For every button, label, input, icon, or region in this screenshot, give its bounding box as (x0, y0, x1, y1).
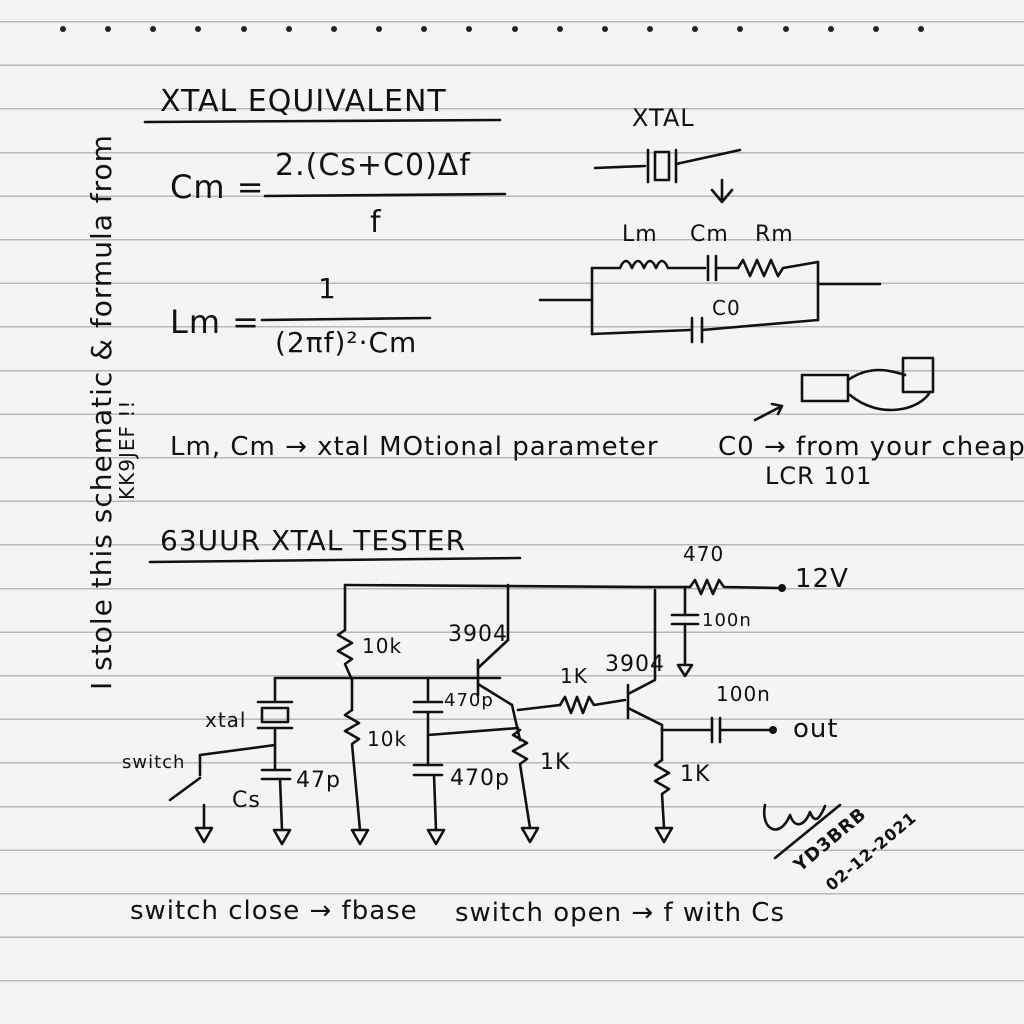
formula-lm-lhs: Lm = (170, 303, 260, 341)
label-100n-b: 100n (716, 682, 771, 706)
xtal-label: XTAL (632, 104, 695, 132)
note-switch-close: switch close → fbase (130, 896, 418, 926)
note-motional: Lm, Cm → xtal MOtional parameter (170, 432, 659, 462)
formula-cm-numerator: 2.(Cs+C0)Δf (275, 148, 471, 183)
label-12v: 12V (795, 564, 849, 594)
side-note: I stole this schematic & formula from (85, 134, 118, 690)
c0-label: C0 (712, 296, 741, 320)
signature-scribble (762, 803, 842, 860)
lm-label: Lm (622, 222, 658, 247)
rm-label: Rm (755, 222, 794, 247)
label-470p-a: 470p (444, 690, 494, 711)
label-1k-a: 1K (560, 664, 588, 688)
label-cs: Cs (232, 788, 261, 813)
label-10k-a: 10k (362, 634, 403, 658)
label-1k-c: 1K (680, 762, 711, 787)
label-47p: 47p (296, 768, 341, 793)
formula-lm-numerator: 1 (318, 272, 337, 305)
note-c0-line1: C0 → from your cheap (718, 432, 1024, 462)
label-100n-a: 100n (702, 610, 752, 631)
label-out: out (793, 714, 839, 744)
lcr-meter-doodle (753, 356, 935, 422)
label-xtal: xtal (205, 708, 247, 732)
label-10k-b: 10k (367, 727, 408, 751)
tester-circuit (168, 578, 786, 846)
note-switch-open: switch open → f with Cs (455, 898, 786, 928)
label-q1: 3904 (448, 622, 508, 647)
note-c0-line2: LCR 101 (765, 462, 873, 490)
heading-xtal-equivalent: XTAL EQUIVALENT (160, 84, 447, 119)
formula-cm-denominator: f (370, 205, 382, 240)
binding-dots (60, 26, 924, 32)
cm-label: Cm (690, 222, 729, 247)
label-switch: switch (122, 752, 186, 773)
equivalent-circuit (538, 254, 882, 344)
label-1k-b: 1K (540, 750, 571, 775)
formula-cm-lhs: Cm = (170, 168, 265, 206)
formula-lm-denominator: (2πf)²·Cm (275, 326, 418, 359)
heading-tester: 63UUR XTAL TESTER (160, 524, 467, 557)
side-note-source: KK9JEF !! (115, 399, 139, 500)
label-470: 470 (683, 542, 725, 566)
crystal-symbol (593, 148, 742, 204)
label-q2: 3904 (605, 652, 665, 677)
label-470p-b: 470p (450, 766, 510, 791)
